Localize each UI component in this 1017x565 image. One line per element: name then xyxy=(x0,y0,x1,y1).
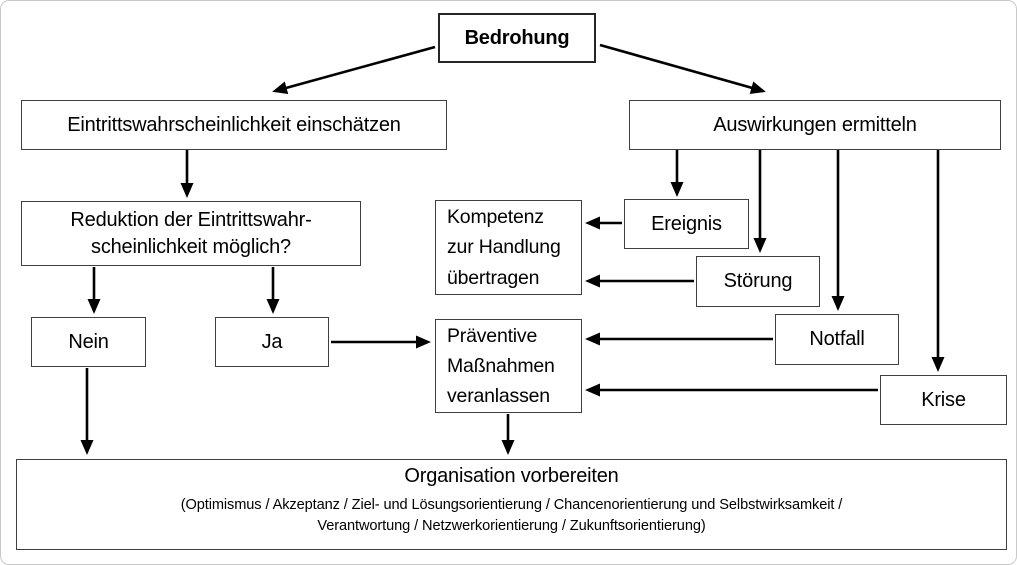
node-praeventive-line2: Maßnahmen xyxy=(447,354,555,377)
node-eintrittswahrscheinlichkeit-label: Eintrittswahrscheinlichkeit einschätzen xyxy=(67,113,401,136)
node-kompetenz: Kompetenz zur Handlung übertragen xyxy=(435,200,582,295)
node-nein: Nein xyxy=(31,317,146,367)
node-kompetenz-line2: zur Handlung xyxy=(447,236,561,259)
node-auswirkungen: Auswirkungen ermitteln xyxy=(629,100,1001,150)
node-organisation: Organisation vorbereiten (Optimismus / A… xyxy=(16,459,1007,550)
arrow-bedrohung-to-auswirkungen xyxy=(599,43,766,94)
node-organisation-subtitle-line2: Verantwortung / Netzwerkorientierung / Z… xyxy=(317,517,706,534)
node-organisation-title: Organisation vorbereiten xyxy=(404,465,619,487)
node-nein-label: Nein xyxy=(68,330,109,353)
arrow-bedrohung-to-eintritt xyxy=(272,45,436,95)
node-bedrohung-label: Bedrohung xyxy=(464,26,570,49)
node-praeventive-line3: veranlassen xyxy=(447,385,550,408)
node-organisation-subtitle-line1: (Optimismus / Akzeptanz / Ziel- und Lösu… xyxy=(180,497,843,513)
node-ja-label: Ja xyxy=(261,330,283,353)
node-kompetenz-line1: Kompetenz xyxy=(447,206,544,229)
node-auswirkungen-label: Auswirkungen ermitteln xyxy=(713,113,917,136)
node-reduktion: Reduktion der Eintrittswahr- scheinlichk… xyxy=(21,201,361,266)
node-praeventive-line1: Präventive xyxy=(447,324,538,347)
node-ja: Ja xyxy=(215,317,329,367)
node-reduktion-line2: scheinlichkeit möglich? xyxy=(91,235,291,258)
node-notfall-label: Notfall xyxy=(809,328,865,350)
node-krise: Krise xyxy=(880,375,1007,425)
node-ereignis-label: Ereignis xyxy=(651,212,722,235)
node-bedrohung: Bedrohung xyxy=(438,13,596,63)
node-reduktion-line1: Reduktion der Eintrittswahr- xyxy=(70,208,312,231)
node-kompetenz-line3: übertragen xyxy=(447,266,540,289)
node-stoerung: Störung xyxy=(696,256,820,307)
node-stoerung-label: Störung xyxy=(723,270,793,292)
node-praeventive: Präventive Maßnahmen veranlassen xyxy=(435,319,582,413)
node-organisation-subtitle: (Optimismus / Akzeptanz / Ziel- und Lösu… xyxy=(17,495,1006,536)
node-ereignis: Ereignis xyxy=(624,199,749,249)
node-notfall: Notfall xyxy=(775,314,899,365)
node-eintrittswahrscheinlichkeit: Eintrittswahrscheinlichkeit einschätzen xyxy=(21,100,447,150)
node-krise-label: Krise xyxy=(921,388,966,411)
